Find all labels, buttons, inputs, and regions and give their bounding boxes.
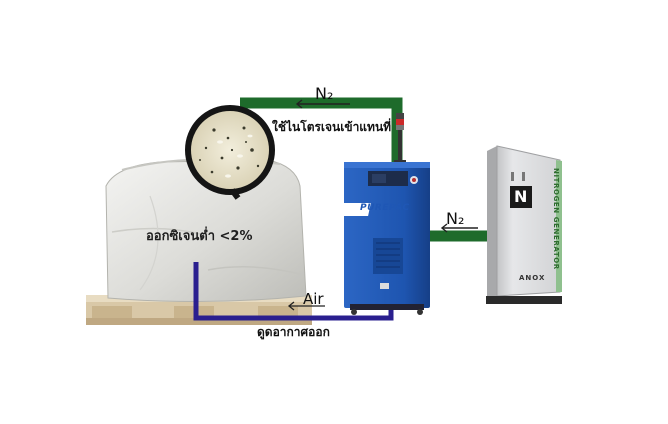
magnifier-lens-icon [185,105,275,200]
nitrogen-label-top: N₂ [315,84,334,103]
air-label: Air [303,290,324,308]
oxygen-level-label: ออกซิเจนต่ำ <2% [146,229,253,244]
nitrogen-label-right: N₂ [446,209,465,228]
nitrogen-pipe [240,97,487,242]
arrow-left-icon [287,301,325,311]
suck-air-out-label: ดูดอากาศออก [257,325,330,339]
arrow-left-icon [440,223,478,233]
generator-brand-label: ANOX [519,274,546,282]
nitrogen-generator [486,145,562,304]
arrow-left-icon [295,99,350,109]
generator-logo: N [514,187,528,206]
purifier-brand-label: PUREPAC [360,203,410,213]
use-nitrogen-label: ใช้ไนโตรเจนเข้าแทนที่ [272,120,392,134]
generator-side-label: NITROGEN GENERATOR [552,168,560,270]
nitrogen-purifier [314,162,430,315]
